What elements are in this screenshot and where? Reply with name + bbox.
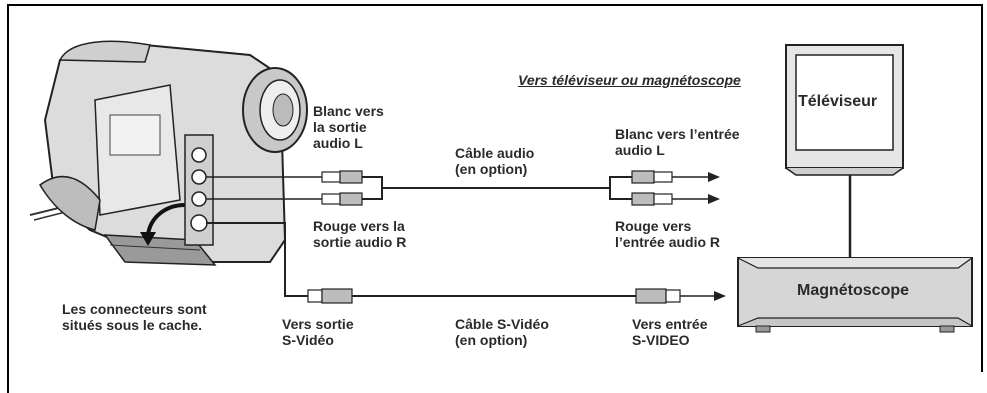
jack-svideo — [190, 214, 208, 232]
vcr-label: Magnétoscope — [797, 282, 910, 299]
tv-label: Téléviseur — [798, 93, 878, 110]
label-red-audio-in: Rouge vers l’entrée audio R — [615, 218, 721, 250]
camcorder-illustration — [29, 40, 308, 266]
label-svideo-out: Vers sortie S-Vidéo — [282, 316, 354, 348]
jack-audio-r — [191, 191, 207, 207]
label-svideo-in: Vers entrée S-VIDEO — [632, 316, 708, 348]
vcr-illustration — [737, 257, 973, 333]
jack-audio-l — [191, 169, 207, 185]
audio-cable-right — [609, 170, 720, 206]
label-audio-cable: Câble audio (en option) — [455, 145, 535, 177]
label-svideo-cable: Câble S-Vidéo (en option) — [455, 316, 549, 348]
label-white-audio-in: Blanc vers l’entrée audio L — [615, 126, 740, 158]
frame-border — [7, 4, 983, 393]
label-white-audio-out: Blanc vers la sortie audio L — [313, 103, 384, 151]
svideo-cable — [206, 222, 726, 304]
audio-cable-left — [206, 170, 610, 206]
heading-to-tv-vcr: Vers téléviseur ou magnétoscope — [518, 72, 741, 88]
television-illustration — [785, 44, 904, 258]
camera-cover-caption: Les connecteurs sont situés sous le cach… — [62, 301, 207, 333]
jack-top — [191, 147, 207, 163]
label-red-audio-out: Rouge vers la sortie audio R — [313, 218, 407, 250]
